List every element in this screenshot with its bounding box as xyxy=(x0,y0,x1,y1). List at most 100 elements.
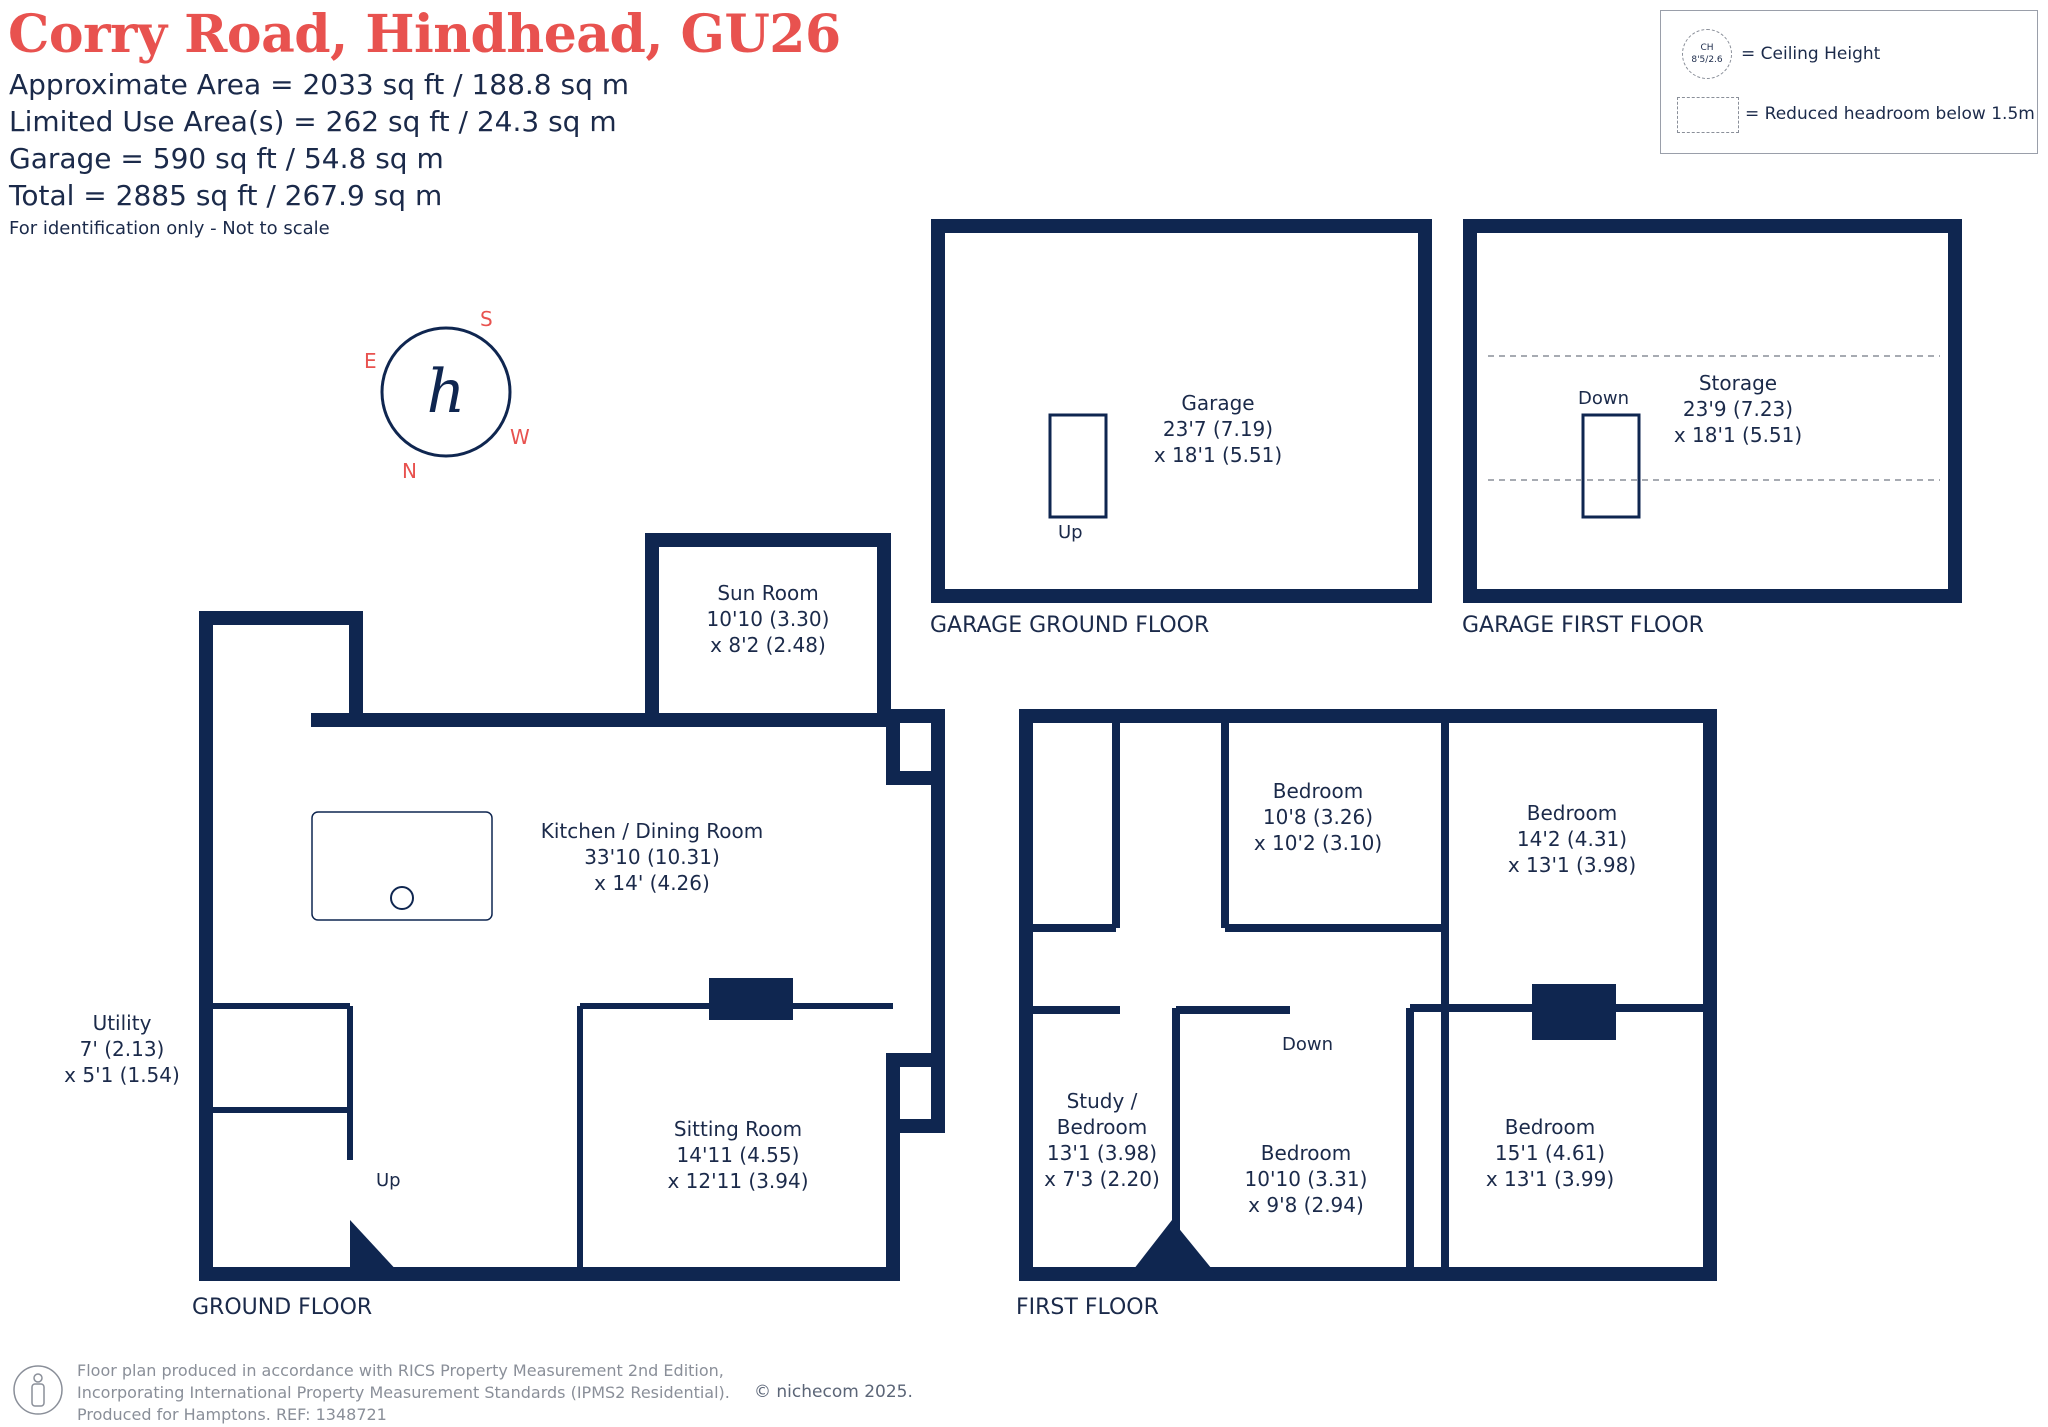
storage-down-label: Down xyxy=(1578,388,1629,409)
footer-line-1: Floor plan produced in accordance with R… xyxy=(77,1361,724,1380)
compass-w: W xyxy=(510,425,530,449)
sun-room-dim1: 10'10 (3.30) xyxy=(707,607,830,631)
kitchen-name: Kitchen / Dining Room xyxy=(541,819,764,843)
inner-walls xyxy=(206,1003,893,1274)
compass-e: E xyxy=(364,349,377,373)
room-storage: Storage 23'9 (7.23) x 18'1 (5.51) xyxy=(1674,371,1802,447)
footer-notes: Floor plan produced in accordance with R… xyxy=(77,1360,730,1426)
sitting-dim1: 14'11 (4.55) xyxy=(677,1143,800,1167)
ground-up-label: Up xyxy=(376,1170,401,1191)
reduced-headroom-icon xyxy=(1677,97,1739,133)
first-floor-walls xyxy=(1019,709,1717,1281)
label-garage-first: GARAGE FIRST FLOOR xyxy=(1462,613,1704,638)
label-ground-floor: GROUND FLOOR xyxy=(192,1295,372,1320)
bed4-name: Bedroom xyxy=(1505,1115,1595,1139)
room-utility: Utility 7' (2.13) x 5'1 (1.54) xyxy=(64,1011,180,1087)
sink-icon xyxy=(390,886,414,910)
bed2-dim1: 14'2 (4.31) xyxy=(1517,827,1627,851)
garage-name: Garage xyxy=(1181,391,1254,415)
study-name1: Study / xyxy=(1067,1089,1138,1113)
total-area: Total = 2885 sq ft / 267.9 sq m xyxy=(9,179,443,212)
utility-dim1: 7' (2.13) xyxy=(80,1037,165,1061)
first-floor-outer xyxy=(1019,709,1717,1281)
footer-line-3: Produced for Hamptons. REF: 1348721 xyxy=(77,1405,387,1424)
footer-line-2: Incorporating International Property Mea… xyxy=(77,1383,730,1402)
reduced-headroom-label: = Reduced headroom below 1.5m xyxy=(1745,104,2035,124)
bed2-name: Bedroom xyxy=(1527,801,1617,825)
bed2-dim2: x 13'1 (3.98) xyxy=(1508,853,1636,877)
compass: h S W N E xyxy=(364,307,530,483)
study-dim1: 13'1 (3.98) xyxy=(1047,1141,1157,1165)
room-sun-room: Sun Room 10'10 (3.30) x 8'2 (2.48) xyxy=(707,581,830,657)
bed3-name: Bedroom xyxy=(1261,1141,1351,1165)
room-bedroom-4: Bedroom 15'1 (4.61) x 13'1 (3.99) xyxy=(1486,1115,1614,1191)
bed3-dim1: 10'10 (3.31) xyxy=(1245,1167,1368,1191)
storage-dim1: 23'9 (7.23) xyxy=(1683,397,1793,421)
person-scale-icon xyxy=(13,1365,63,1415)
utility-dim2: x 5'1 (1.54) xyxy=(64,1063,180,1087)
garage-up-label: Up xyxy=(1058,522,1083,543)
sun-room-walls xyxy=(645,533,891,727)
room-labels: Garage 23'7 (7.19) x 18'1 (5.51) Storage… xyxy=(64,371,1802,1217)
sun-room-dim2: x 8'2 (2.48) xyxy=(710,633,826,657)
kitchen-island xyxy=(311,811,493,921)
room-bedroom-1: Bedroom 10'8 (3.26) x 10'2 (3.10) xyxy=(1254,779,1382,855)
ceiling-height-icon: CH 8'5/2.6 xyxy=(1682,29,1732,79)
first-chimney xyxy=(1532,984,1616,1040)
room-sitting: Sitting Room 14'11 (4.55) x 12'11 (3.94) xyxy=(667,1117,808,1193)
label-first-floor: FIRST FLOOR xyxy=(1016,1295,1159,1320)
approximate-area: Approximate Area = 2033 sq ft / 188.8 sq… xyxy=(9,68,630,101)
compass-n: N xyxy=(402,459,417,483)
room-bedroom-2: Bedroom 14'2 (4.31) x 13'1 (3.98) xyxy=(1508,801,1636,877)
first-stair-void xyxy=(1130,1220,1216,1274)
sitting-name: Sitting Room xyxy=(674,1117,802,1141)
garage-stairs xyxy=(1048,413,1108,519)
ch-abbrev: CH xyxy=(1700,43,1714,53)
garage-walls xyxy=(931,219,1432,603)
room-kitchen: Kitchen / Dining Room 33'10 (10.31) x 14… xyxy=(541,819,764,895)
room-garage: Garage 23'7 (7.19) x 18'1 (5.51) xyxy=(1154,391,1282,467)
room-bedroom-3: Bedroom 10'10 (3.31) x 9'8 (2.94) xyxy=(1245,1141,1368,1217)
bed1-dim2: x 10'2 (3.10) xyxy=(1254,831,1382,855)
study-dim2: x 7'3 (2.20) xyxy=(1044,1167,1160,1191)
walls xyxy=(199,219,1962,1281)
storage-walls xyxy=(1463,219,1962,603)
ceiling-height-label: = Ceiling Height xyxy=(1741,44,1881,64)
ground-stair-void xyxy=(350,1220,400,1274)
label-garage-ground: GARAGE GROUND FLOOR xyxy=(930,613,1209,638)
storage-stairs xyxy=(1581,413,1641,519)
bed4-dim1: 15'1 (4.61) xyxy=(1495,1141,1605,1165)
copyright: © nichecom 2025. xyxy=(754,1382,913,1402)
compass-s: S xyxy=(480,307,493,331)
storage-name: Storage xyxy=(1699,371,1777,395)
ch-value: 8'5/2.6 xyxy=(1691,55,1723,65)
floor-labels: GARAGE GROUND FLOOR GARAGE FIRST FLOOR G… xyxy=(192,613,1704,1320)
bed4-dim2: x 13'1 (3.99) xyxy=(1486,1167,1614,1191)
sun-room-name: Sun Room xyxy=(717,581,818,605)
bed3-dim2: x 9'8 (2.94) xyxy=(1248,1193,1364,1217)
bed1-dim1: 10'8 (3.26) xyxy=(1263,805,1373,829)
study-name2: Bedroom xyxy=(1057,1115,1147,1139)
chimney xyxy=(709,978,793,1020)
identification-note: For identification only - Not to scale xyxy=(9,218,330,239)
limited-use-area: Limited Use Area(s) = 262 sq ft / 24.3 s… xyxy=(9,105,617,138)
ground-floor-outer xyxy=(199,709,945,1281)
first-down-label: Down xyxy=(1282,1034,1333,1055)
bed1-name: Bedroom xyxy=(1273,779,1363,803)
logo-letter: h xyxy=(427,357,466,427)
utility-name: Utility xyxy=(93,1011,152,1035)
room-study: Study / Bedroom 13'1 (3.98) x 7'3 (2.20) xyxy=(1044,1089,1160,1191)
garage-dim2: x 18'1 (5.51) xyxy=(1154,443,1282,467)
area-summary: Approximate Area = 2033 sq ft / 188.8 sq… xyxy=(9,66,629,214)
garage-area: Garage = 590 sq ft / 54.8 sq m xyxy=(9,142,444,175)
kitchen-dim2: x 14' (4.26) xyxy=(594,871,710,895)
storage-dim2: x 18'1 (5.51) xyxy=(1674,423,1802,447)
sitting-dim2: x 12'11 (3.94) xyxy=(667,1169,808,1193)
compass-ring xyxy=(380,326,512,458)
garage-dim1: 23'7 (7.19) xyxy=(1163,417,1273,441)
property-title: Corry Road, Hindhead, GU26 xyxy=(8,4,841,65)
kitchen-dim1: 33'10 (10.31) xyxy=(584,845,720,869)
legend: CH 8'5/2.6 = Ceiling Height = Reduced he… xyxy=(1660,10,2038,154)
stair-labels: Up Down Up Down xyxy=(376,388,1629,1191)
